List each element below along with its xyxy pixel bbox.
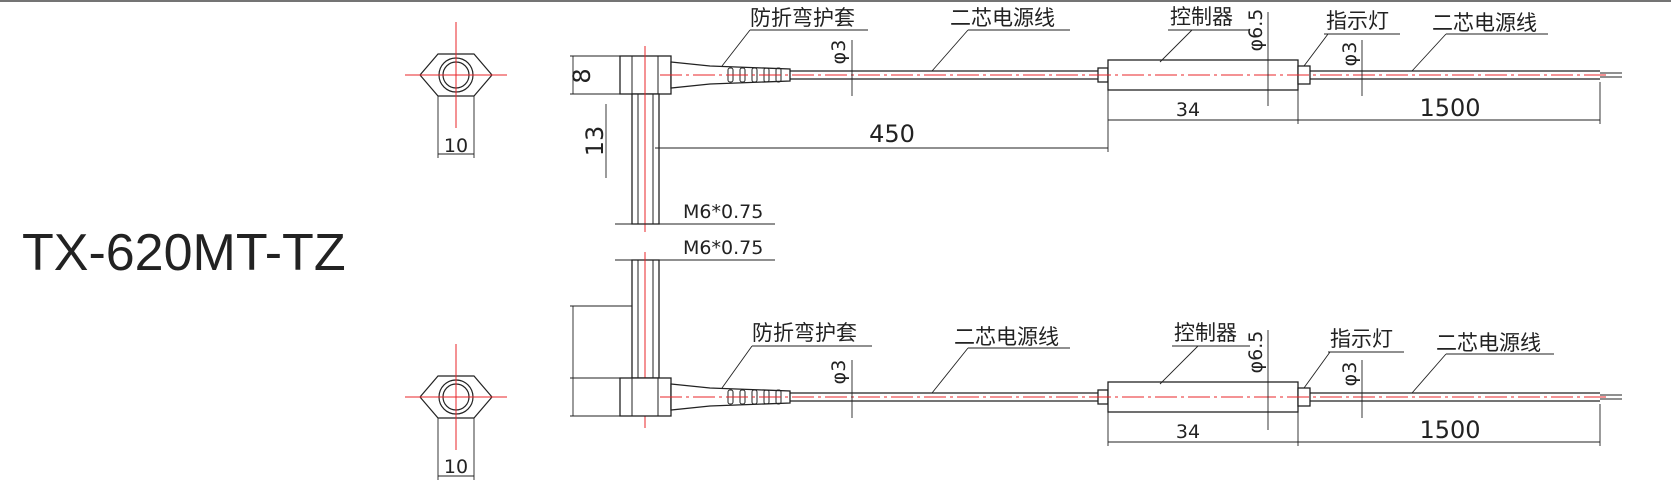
controller-dia-dim: φ6.5 — [1245, 331, 1267, 374]
cable-label: 二芯电源线 — [954, 325, 1059, 349]
cable-length-dim: 450 — [869, 120, 915, 148]
cable-label: 二芯电源线 — [950, 6, 1055, 30]
leader-line — [1411, 353, 1447, 394]
sensor-head — [619, 377, 672, 417]
leader-line — [931, 347, 969, 394]
controller-length-dim: 34 — [1176, 421, 1200, 443]
hex-end-view-top: 10 — [405, 22, 507, 158]
controller-dia-dim: φ6.5 — [1245, 9, 1267, 52]
leader-line — [721, 29, 751, 67]
indicator-label: 指示灯 — [1326, 9, 1389, 33]
boot-label: 防折弯护套 — [750, 6, 855, 30]
indicator-label: 指示灯 — [1330, 327, 1393, 351]
tail-length-dim: 1500 — [1419, 94, 1480, 122]
leader-line — [721, 345, 753, 389]
leader-line — [1303, 351, 1331, 389]
controller-label: 控制器 — [1170, 5, 1233, 29]
controller-label: 控制器 — [1174, 321, 1237, 345]
cable-dia-dim: φ3 — [828, 360, 850, 385]
thread-label: M6*0.75 — [683, 237, 763, 259]
leader-line — [931, 29, 969, 72]
tail-cable-dia-dim: φ3 — [1339, 42, 1361, 67]
hex-end-view-bottom: 10 — [405, 344, 507, 480]
bottom-assembly: 10 M6*0.75 — [405, 237, 1622, 480]
tail-cable-label: 二芯电源线 — [1432, 11, 1537, 35]
head-height-dim: 8 — [568, 68, 596, 83]
model-title: TX-620MT-TZ — [22, 224, 346, 282]
leader-line — [1159, 29, 1193, 63]
thread-label: M6*0.75 — [683, 201, 763, 223]
boot-label: 防折弯护套 — [752, 321, 857, 345]
controller-length-dim: 34 — [1176, 99, 1200, 121]
thread-length-dim: 13 — [581, 126, 609, 157]
tail-length-dim: 1500 — [1419, 416, 1480, 444]
tail-cable-dia-dim: φ3 — [1339, 362, 1361, 387]
leader-line — [1303, 33, 1329, 67]
hex-width-dim: 10 — [444, 135, 468, 157]
cable-dia-dim: φ3 — [828, 40, 850, 65]
tail-cable-label: 二芯电源线 — [1436, 331, 1541, 355]
leader-line — [1411, 33, 1447, 72]
hex-width-dim: 10 — [444, 456, 468, 478]
leader-line — [1159, 345, 1199, 385]
top-assembly: 10 8 13 M6*0.75 — [405, 5, 1622, 232]
